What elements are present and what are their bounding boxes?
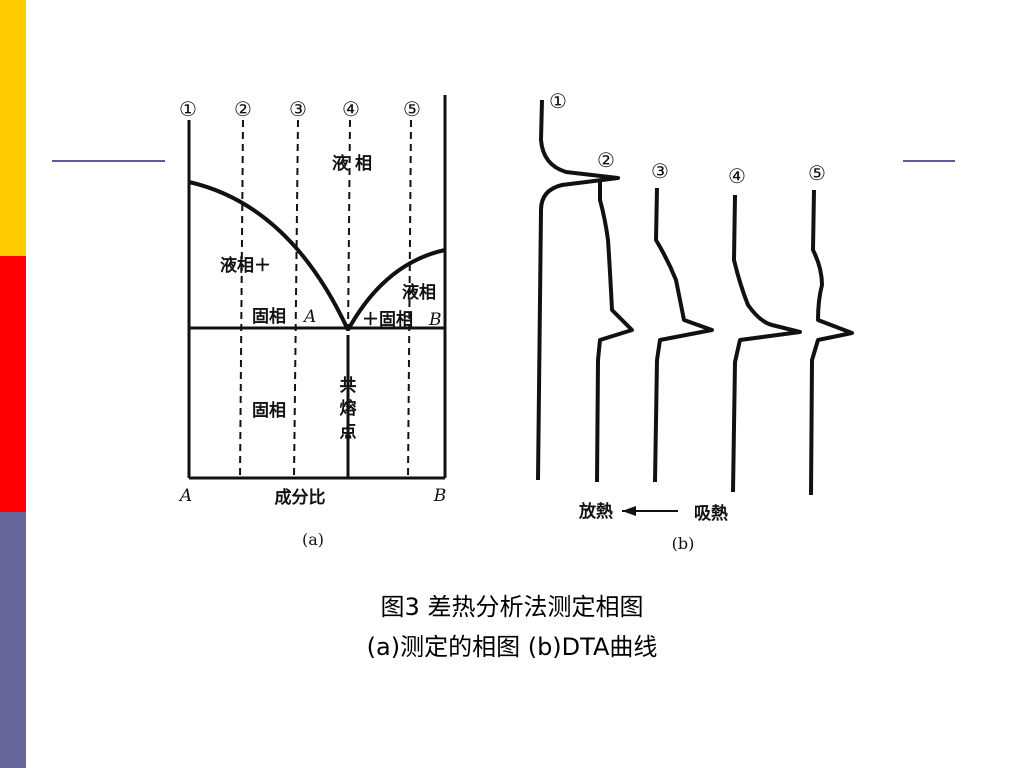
dta-curves: ① ② ③ ④ ⑤ 放熱 吸熱 (b)	[536, 89, 854, 553]
phase-diagram: ① ② ③ ④ ⑤ 液 相 液相＋ 固相 A 液相 ＋固相 B 固相 共 熔 点…	[178, 95, 447, 549]
composition-line-3	[293, 119, 299, 479]
dta-curve-1	[536, 99, 620, 481]
title-rule-left	[52, 160, 165, 162]
legend-endothermic: 吸熱	[694, 503, 728, 524]
label-liquid: 液 相	[332, 153, 372, 174]
caption-title: 图3 差热分析法测定相图	[380, 593, 644, 621]
marker-a-1: ①	[179, 97, 197, 121]
sublabel-a: (a)	[302, 530, 324, 549]
label-eutectic-3: 点	[340, 421, 357, 442]
accent-bar-red	[0, 256, 26, 512]
dta-curve-2	[595, 180, 634, 483]
marker-b-2: ②	[597, 148, 615, 172]
marker-b-3: ③	[651, 159, 669, 183]
label-liquid-solid-right-1: 液相	[402, 282, 436, 303]
label-solid: 固相	[252, 400, 286, 421]
marker-a-4: ④	[342, 97, 360, 121]
axis-label-composition: 成分比	[275, 487, 326, 508]
composition-line-2	[239, 119, 244, 479]
dta-curve-3	[653, 187, 714, 483]
title-rule-right	[903, 160, 955, 162]
marker-a-3: ③	[289, 97, 307, 121]
dta-curve-4	[731, 194, 802, 493]
marker-b-4: ④	[728, 164, 746, 188]
axis-label-left: A	[178, 486, 192, 506]
label-A-italic: A	[302, 307, 316, 327]
caption-subtitle: (a)测定的相图 (b)DTA曲线	[366, 633, 658, 661]
label-B-italic: B	[428, 310, 442, 330]
label-liquid-solid-left-2: 固相	[252, 306, 286, 327]
marker-b-1: ①	[549, 89, 567, 113]
sublabel-b: (b)	[672, 534, 695, 553]
composition-line-4	[347, 119, 351, 336]
dta-curve-5	[809, 189, 854, 496]
legend-exothermic: 放熱	[578, 501, 613, 522]
axis-label-right: B	[433, 486, 447, 506]
legend-arrow-head-icon	[622, 506, 636, 516]
label-eutectic-1: 共	[340, 376, 357, 396]
marker-a-5: ⑤	[403, 97, 421, 121]
accent-bar-blue	[0, 512, 26, 768]
marker-a-2: ②	[234, 97, 252, 121]
label-liquid-solid-left-1: 液相＋	[220, 255, 271, 276]
liquidus-curve-left	[188, 180, 350, 331]
label-liquid-solid-right-2: ＋固相	[362, 309, 413, 330]
accent-bar-yellow	[0, 0, 26, 256]
label-eutectic-2: 熔	[340, 398, 358, 419]
liquidus-curve-right	[346, 248, 446, 331]
marker-b-5: ⑤	[808, 161, 826, 185]
